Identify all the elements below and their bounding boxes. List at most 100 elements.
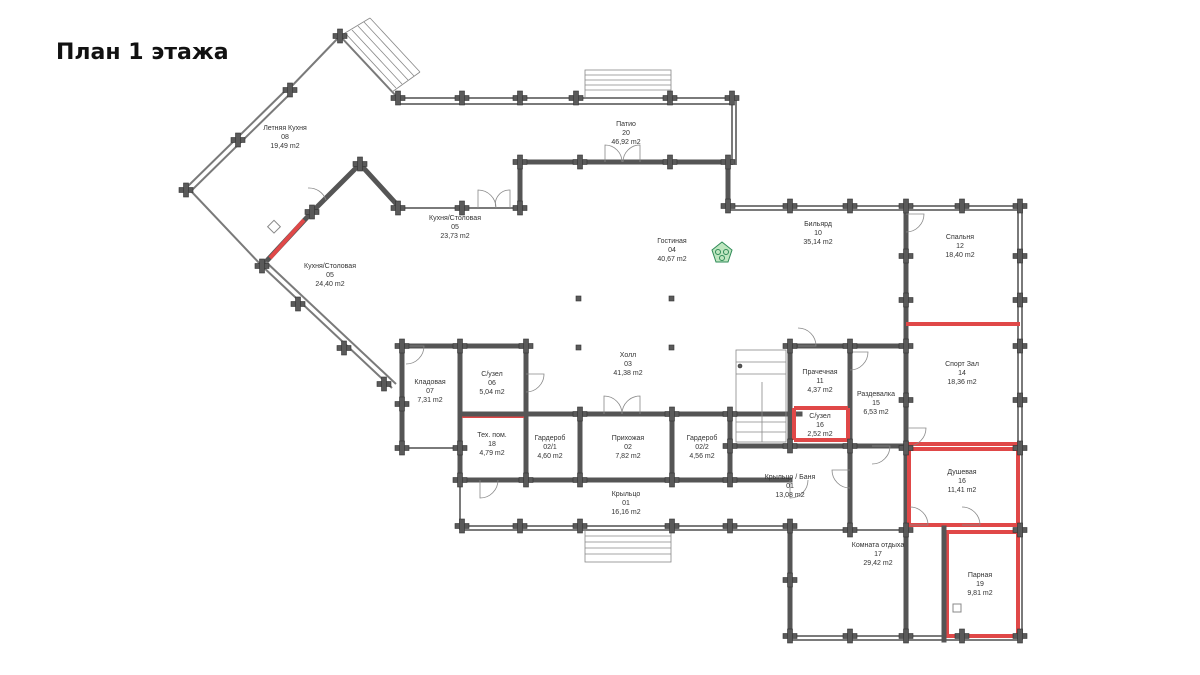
log-post xyxy=(1012,198,1028,214)
log-post xyxy=(898,440,914,456)
summer-kitchen-wing xyxy=(185,17,421,389)
log-post xyxy=(572,406,588,422)
log-post xyxy=(304,204,320,220)
log-post xyxy=(452,338,468,354)
page-title: План 1 этажа xyxy=(56,40,229,65)
log-post xyxy=(782,438,798,454)
log-post xyxy=(954,628,970,644)
log-post xyxy=(282,82,298,98)
log-post xyxy=(512,90,528,106)
log-post xyxy=(720,154,736,170)
log-post xyxy=(332,28,348,44)
patio-door xyxy=(604,144,623,163)
log-post xyxy=(394,338,410,354)
log-post xyxy=(722,438,738,454)
log-post xyxy=(572,472,588,488)
log-post xyxy=(842,338,858,354)
log-post xyxy=(898,338,914,354)
log-post xyxy=(720,198,736,214)
log-post xyxy=(394,396,410,412)
main-walls xyxy=(395,203,1023,643)
log-post xyxy=(782,628,798,644)
log-post xyxy=(782,198,798,214)
entry-door xyxy=(603,395,623,415)
log-post xyxy=(390,200,406,216)
log-post xyxy=(842,628,858,644)
log-post xyxy=(898,198,914,214)
stove-icon xyxy=(266,219,282,234)
log-post xyxy=(178,182,194,198)
log-post xyxy=(454,90,470,106)
log-post xyxy=(842,198,858,214)
log-post xyxy=(1012,338,1028,354)
log-post xyxy=(664,406,680,422)
log-post xyxy=(512,154,528,170)
log-post xyxy=(230,132,246,148)
log-post xyxy=(662,154,678,170)
log-post xyxy=(722,406,738,422)
log-post xyxy=(452,440,468,456)
steam-room-walls xyxy=(945,530,1020,638)
log-post xyxy=(898,522,914,538)
log-post xyxy=(454,200,470,216)
log-post xyxy=(572,154,588,170)
log-post xyxy=(782,572,798,588)
log-post xyxy=(842,522,858,538)
log-post xyxy=(390,90,406,106)
log-post xyxy=(898,248,914,264)
log-post xyxy=(1012,292,1028,308)
log-post xyxy=(664,472,680,488)
log-post xyxy=(1012,440,1028,456)
log-post xyxy=(452,472,468,488)
log-post xyxy=(518,338,534,354)
log-post xyxy=(568,90,584,106)
log-post xyxy=(898,392,914,408)
log-post xyxy=(664,518,680,534)
heater-icon xyxy=(952,603,962,613)
log-post xyxy=(254,258,270,274)
log-post xyxy=(376,376,392,392)
log-post xyxy=(394,440,410,456)
log-post xyxy=(722,472,738,488)
log-post xyxy=(898,292,914,308)
log-post xyxy=(1012,248,1028,264)
log-post xyxy=(722,518,738,534)
porch-stairs xyxy=(584,529,672,563)
log-post xyxy=(782,518,798,534)
patio-walls xyxy=(398,69,737,211)
log-post xyxy=(454,518,470,534)
log-post xyxy=(512,200,528,216)
log-posts xyxy=(178,28,1028,644)
log-post xyxy=(512,518,528,534)
log-post xyxy=(954,198,970,214)
log-post xyxy=(518,472,534,488)
log-post xyxy=(1012,392,1028,408)
table-icon xyxy=(711,241,733,263)
log-post xyxy=(572,518,588,534)
door-arc xyxy=(307,187,327,201)
log-post xyxy=(842,438,858,454)
log-post xyxy=(290,296,306,312)
log-post xyxy=(898,628,914,644)
